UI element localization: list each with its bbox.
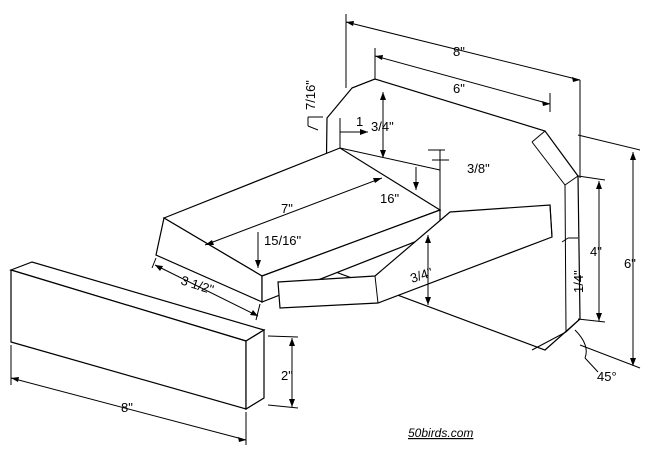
label-chamfer-angle: 45° <box>597 369 617 384</box>
label-back-side-offset: 1/4" <box>571 270 586 293</box>
roof-block <box>155 142 442 303</box>
label-roof-length: 7" <box>281 201 293 216</box>
label-back-height: 6" <box>624 256 636 271</box>
website-label: 50birds.com <box>408 426 473 440</box>
perch-bar <box>277 204 553 309</box>
label-top-thickness: 7/16" <box>303 80 318 110</box>
dimension-labels: 8" 6" 6" 4" 1/4" 7/16" 3/4" 1 3/8" 7" 16… <box>121 44 636 440</box>
label-back-side-height: 4" <box>590 244 602 259</box>
label-top-right-offset: 3/8" <box>467 161 490 176</box>
label-back-width: 8" <box>453 44 465 59</box>
label-front-length: 8" <box>121 400 133 415</box>
front-board <box>9 261 266 411</box>
label-roof-fraction: 16" <box>380 191 399 206</box>
dimension-lines <box>10 14 641 445</box>
label-perch-thickness: 3/4" <box>408 264 435 285</box>
label-roof-edge: 15/16" <box>264 233 302 248</box>
label-back-top-width: 6" <box>453 81 465 96</box>
label-top-one: 1 <box>356 114 363 129</box>
label-top-depth: 3/4" <box>371 119 394 134</box>
label-front-height: 2" <box>281 368 293 383</box>
